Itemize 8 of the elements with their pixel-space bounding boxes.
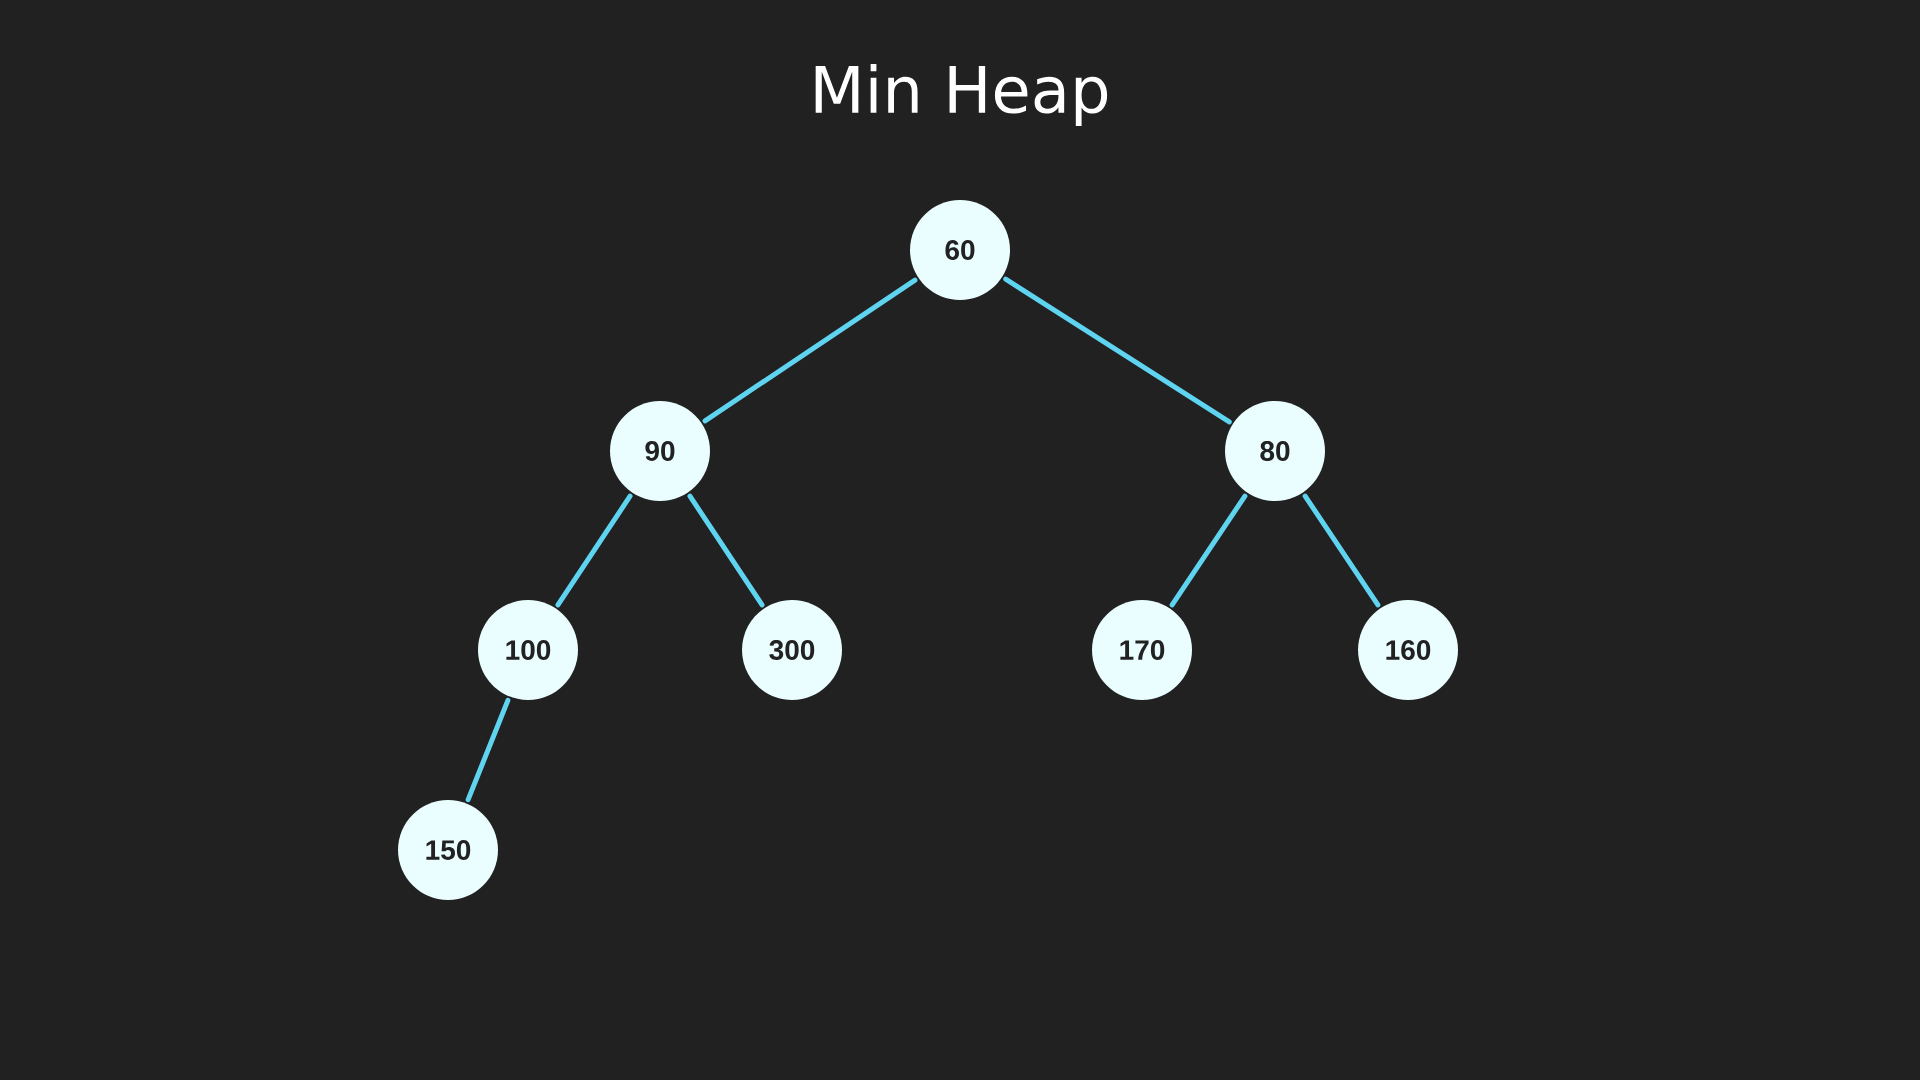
tree-edge bbox=[702, 277, 918, 424]
tree-edge bbox=[1003, 276, 1232, 425]
tree-edge bbox=[1302, 493, 1381, 608]
tree-edge bbox=[687, 493, 765, 608]
title: Min Heap bbox=[815, 64, 1108, 126]
tree-edge bbox=[555, 493, 633, 608]
tree-edge bbox=[1169, 493, 1248, 608]
tree-edge bbox=[465, 697, 511, 803]
